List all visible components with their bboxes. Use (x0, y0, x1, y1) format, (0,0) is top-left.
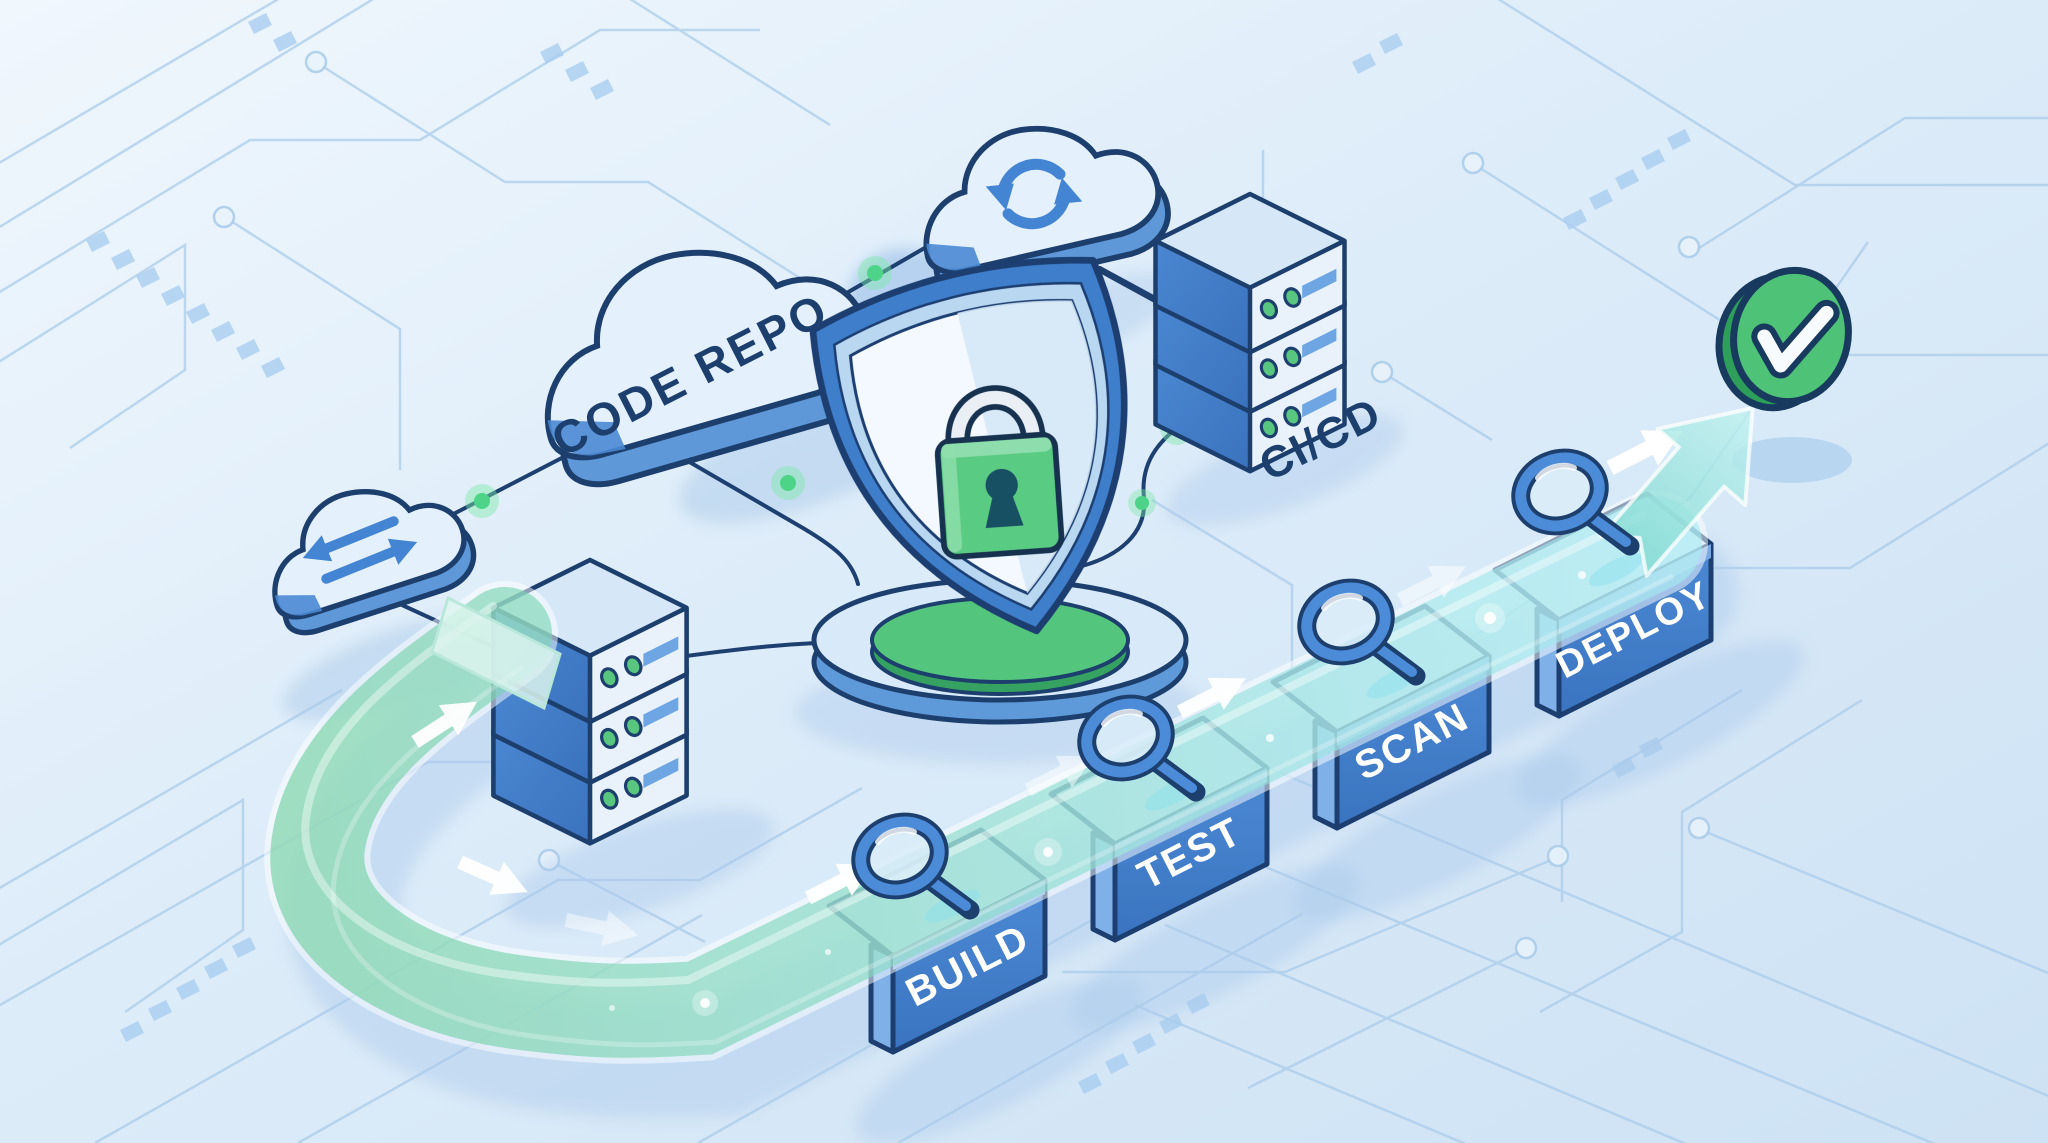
transfer-cloud (251, 462, 483, 641)
transfer-arrows-icon (302, 516, 418, 584)
lock-icon (934, 385, 1065, 560)
success-arrow (1599, 406, 1755, 578)
code-repo-cloud (512, 208, 895, 496)
sync-cloud (905, 102, 1176, 299)
check-icon (1715, 266, 1852, 412)
circuit-pads (212, 50, 1711, 960)
shield-lock-icon (796, 194, 1268, 709)
pipeline-end-cap (430, 595, 562, 711)
sparkles (609, 571, 1586, 1016)
checkmark-shadow (1732, 437, 1852, 483)
pipeline-ribbon (264, 490, 1708, 1064)
refresh-icon (985, 158, 1083, 230)
